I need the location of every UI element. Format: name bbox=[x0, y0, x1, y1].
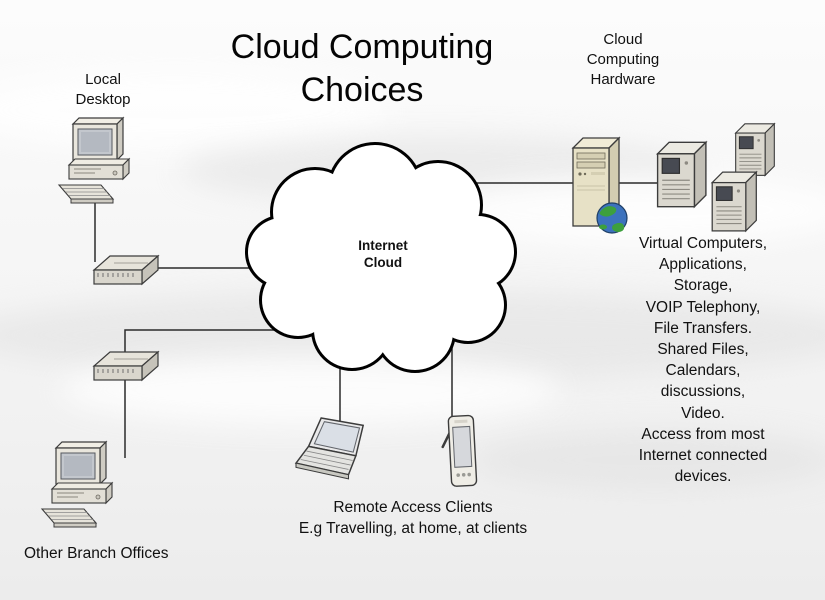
hardware-description-line: VOIP Telephony, bbox=[645, 298, 761, 316]
hardware-description: Virtual Computers, Applications, Storage… bbox=[608, 233, 798, 487]
hardware-description-line: File Transfers. bbox=[653, 319, 753, 337]
hardware-description-line: Video. bbox=[681, 404, 725, 422]
background-cloud-wisp bbox=[470, 430, 825, 490]
hardware-description-line: Internet connected bbox=[638, 447, 768, 465]
internet-cloud-label-line: Internet bbox=[358, 238, 408, 253]
local-desktop-label: Local Desktop bbox=[48, 70, 158, 110]
page-title: Cloud Computing Choices bbox=[212, 26, 512, 112]
cloud-hardware-label-line: Hardware bbox=[590, 71, 656, 88]
hardware-description-line: Applications, bbox=[659, 256, 747, 274]
globe-icon bbox=[596, 202, 628, 234]
page-title-line: Choices bbox=[300, 71, 424, 109]
internet-cloud-label: Internet Cloud bbox=[330, 237, 436, 271]
network-switch-icon bbox=[93, 255, 159, 285]
hardware-description-line: discussions, bbox=[660, 383, 746, 401]
page-title-line: Cloud Computing bbox=[230, 28, 494, 66]
desktop-computer-icon bbox=[58, 117, 130, 204]
laptop-icon bbox=[294, 417, 365, 480]
local-desktop-label-line: Local bbox=[85, 71, 121, 88]
hardware-description-line: Shared Files, bbox=[657, 341, 749, 359]
server-box-icon bbox=[711, 171, 757, 232]
handheld-pda-icon bbox=[441, 414, 478, 487]
internet-cloud-label-line: Cloud bbox=[363, 255, 403, 270]
cloud-hardware-label-line: Cloud bbox=[603, 31, 643, 48]
server-box-icon bbox=[735, 123, 775, 176]
hardware-description-line: Access from most bbox=[641, 425, 765, 443]
hardware-description-line: Storage, bbox=[673, 277, 733, 295]
internet-cloud-shape bbox=[245, 142, 517, 373]
cloud-hardware-label-line: Computing bbox=[586, 51, 660, 68]
local-desktop-label-line: Desktop bbox=[75, 91, 131, 108]
remote-access-label: Remote Access Clients E.g Travelling, at… bbox=[277, 497, 549, 539]
hardware-description-line: Virtual Computers, bbox=[638, 235, 768, 252]
hardware-description-line: devices. bbox=[674, 468, 732, 486]
server-box-icon bbox=[656, 141, 707, 208]
remote-access-label-line: E.g Travelling, at home, at clients bbox=[298, 520, 528, 537]
remote-access-label-line: Remote Access Clients bbox=[333, 499, 493, 516]
cloud-hardware-label: Cloud Computing Hardware bbox=[553, 30, 693, 90]
network-switch-icon bbox=[93, 351, 159, 381]
background-cloud-wisp bbox=[0, 70, 390, 150]
branch-offices-label: Other Branch Offices bbox=[24, 545, 169, 562]
desktop-computer-icon bbox=[41, 441, 113, 528]
connection-line-cloud-to-branch bbox=[124, 329, 300, 458]
hardware-description-line: Calendars, bbox=[665, 362, 741, 380]
